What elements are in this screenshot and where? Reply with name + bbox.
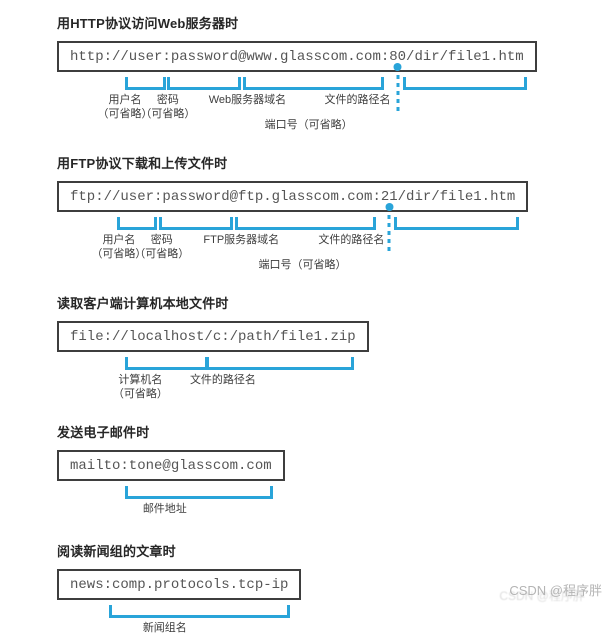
mailto-url-box: mailto:tone@glasscom.com [57, 450, 285, 481]
newsgroup-label: 新闻组名 [142, 622, 187, 634]
news-annotations: 新闻组名 [57, 600, 537, 634]
mailto-annotations: 邮件地址 [57, 481, 537, 515]
file-url-box: file://localhost/c:/path/file1.zip [57, 321, 369, 352]
section-ftp-title: 用FTP协议下载和上传文件时 [57, 156, 228, 171]
hostname-label: 计算机名（可省略） [112, 374, 168, 401]
port-dot-icon [393, 63, 402, 71]
address-label: 邮件地址 [142, 503, 187, 515]
domain-label: FTP服务器域名 [203, 234, 280, 246]
ftp-url-text: ftp://user:password@ftp.glasscom.com:21/… [70, 189, 516, 205]
port-dashed-line [387, 215, 391, 254]
section-mailto-title: 发送电子邮件时 [57, 425, 150, 440]
path-bracket [394, 217, 519, 230]
section-ftp: 用FTP协议下载和上传文件时 ftp://user:password@ftp.g… [57, 153, 537, 271]
port-label: 端口号（可省略） [258, 259, 347, 271]
section-file-title: 读取客户端计算机本地文件时 [57, 296, 229, 311]
url-format-diagram: { "colors":{"accent":"#29a4d9","box_bord… [57, 16, 602, 634]
domain-bracket [234, 217, 376, 230]
section-news: 阅读新闻组的文章时 news:comp.protocols.tcp-ip 新闻组… [57, 541, 537, 634]
username-label: 用户名（可省略） [91, 234, 147, 261]
port-dashed-line [396, 75, 400, 114]
section-http-title: 用HTTP协议访问Web服务器时 [57, 16, 239, 31]
section-file: 读取客户端计算机本地文件时 file://localhost/c:/path/f… [57, 293, 537, 400]
password-bracket [167, 77, 242, 90]
section-http: 用HTTP协议访问Web服务器时 http://user:password@ww… [57, 13, 537, 131]
username-bracket [125, 77, 166, 90]
http-annotations: 用户名（可省略） 密码（可省略） Web服务器域名 文件的路径名 端口号（可省略… [57, 63, 537, 131]
http-url-text: http://user:password@www.glasscom.com:80… [70, 49, 524, 65]
path-label: 文件的路径名 [324, 94, 391, 106]
ftp-annotations: 用户名（可省略） 密码（可省略） FTP服务器域名 文件的路径名 端口号（可省略… [57, 203, 537, 271]
domain-label: Web服务器域名 [208, 94, 287, 106]
path-bracket [402, 77, 528, 90]
watermark: CSDN @程序胖 CSDN @程序胖 [499, 580, 602, 603]
port-label: 端口号（可省略） [264, 119, 353, 131]
section-mailto: 发送电子邮件时 mailto:tone@glasscom.com 邮件地址 [57, 422, 537, 515]
file-url-text: file://localhost/c:/path/file1.zip [70, 329, 356, 345]
watermark-ghost: CSDN @程序胖 [499, 589, 585, 603]
password-bracket [159, 217, 233, 230]
domain-bracket [243, 77, 385, 90]
mailto-url-text: mailto:tone@glasscom.com [70, 458, 272, 474]
port-marker [393, 63, 402, 114]
port-dot-icon [385, 203, 394, 211]
port-marker [385, 203, 394, 254]
password-label: 密码（可省略） [134, 234, 190, 261]
watermark-text: CSDN @程序胖 [509, 583, 602, 598]
password-label: 密码（可省略） [140, 94, 196, 121]
news-url-box: news:comp.protocols.tcp-ip [57, 569, 302, 600]
path-bracket [206, 357, 354, 370]
path-label: 文件的路径名 [318, 234, 385, 246]
hostname-bracket [125, 357, 208, 370]
path-label: 文件的路径名 [189, 374, 256, 386]
http-url-box: http://user:password@www.glasscom.com:80… [57, 41, 537, 72]
diagram-page: 用HTTP协议访问Web服务器时 http://user:password@ww… [57, 13, 537, 634]
address-bracket [125, 486, 274, 499]
ftp-url-box: ftp://user:password@ftp.glasscom.com:21/… [57, 181, 529, 212]
section-news-title: 阅读新闻组的文章时 [57, 544, 176, 559]
news-url-text: news:comp.protocols.tcp-ip [70, 577, 289, 593]
file-annotations: 计算机名（可省略） 文件的路径名 [57, 352, 537, 400]
username-bracket [117, 217, 158, 230]
username-label: 用户名（可省略） [97, 94, 153, 121]
